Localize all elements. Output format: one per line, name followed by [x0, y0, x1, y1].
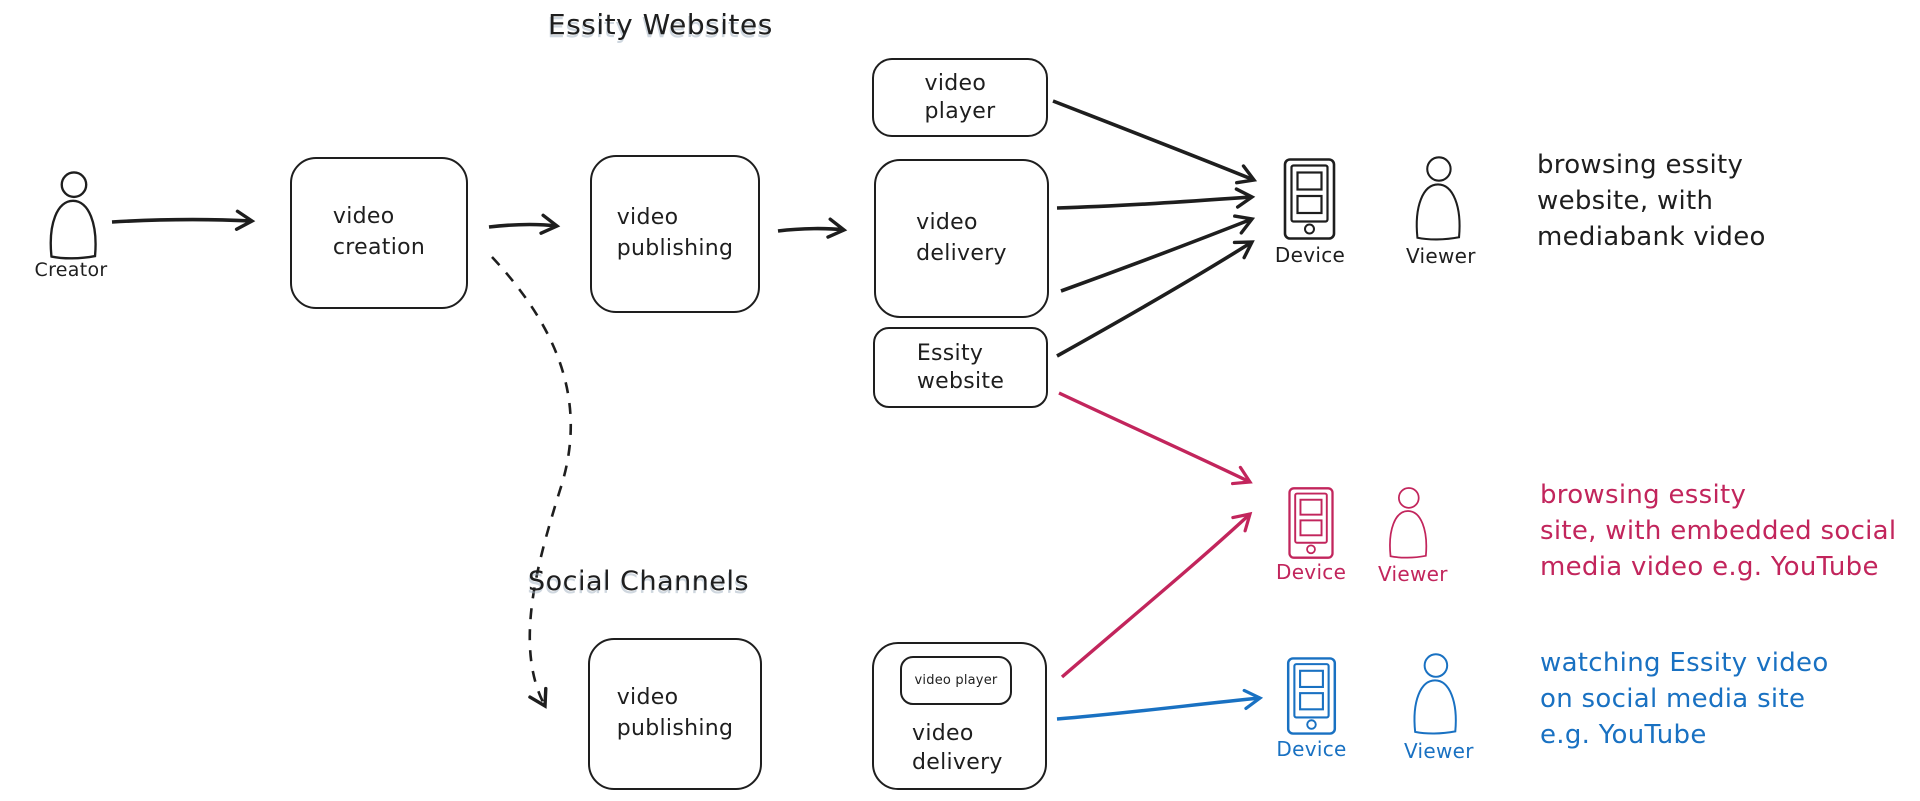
- arrow-delivery-to-device-2: [1060, 214, 1256, 293]
- essity-websites-title: Essity Websites: [548, 8, 773, 41]
- node-video-publishing-bottom: video publishing: [588, 638, 762, 790]
- essity-website-label: Essity website: [916, 341, 1005, 394]
- video-delivery-bottom-label: video delivery: [912, 721, 1003, 775]
- video-delivery-top-label: video delivery: [916, 209, 1007, 266]
- arrow-publishing-to-delivery-top: [777, 217, 848, 239]
- node-video-publishing-top: video publishing: [590, 155, 760, 313]
- video-player-top-label: video player: [924, 71, 996, 124]
- arrow-player-to-device: [1052, 99, 1258, 185]
- viewer-icon: [1409, 155, 1467, 241]
- web-note: browsing essity website, with mediabank …: [1537, 150, 1766, 252]
- creator-icon: [42, 170, 104, 260]
- web-viewer-label: Viewer: [1406, 244, 1476, 268]
- blue-arrow-social-delivery-to-social-device: [1056, 688, 1264, 721]
- viewer-icon: [1406, 652, 1464, 735]
- creator-label: Creator: [34, 259, 108, 281]
- embedded-device-label: Device: [1276, 560, 1347, 584]
- embedded-note: browsing essity site, with embedded soci…: [1540, 480, 1897, 582]
- video-publishing-top-label: video publishing: [616, 205, 734, 261]
- social-note: watching Essity video on social media si…: [1540, 648, 1829, 750]
- arrow-delivery-to-device-1: [1056, 187, 1256, 210]
- video-creation-label: video creation: [332, 204, 426, 260]
- dashed-arrow-creation-to-social-publishing: [491, 256, 572, 709]
- node-video-delivery-top: video delivery: [874, 159, 1049, 318]
- web-device-label: Device: [1274, 243, 1346, 267]
- red-arrow-social-delivery-to-embedded-device: [1060, 511, 1253, 679]
- node-video-player-top: video player: [872, 58, 1048, 137]
- social-viewer-label: Viewer: [1404, 739, 1474, 763]
- device-icon: [1283, 158, 1336, 240]
- embedded-viewer-label: Viewer: [1378, 562, 1448, 586]
- red-arrow-website-to-embedded-device: [1058, 391, 1253, 486]
- node-video-creation: video creation: [290, 157, 468, 309]
- social-channels-title: Social Channels: [528, 566, 750, 597]
- arrow-website-to-device: [1056, 240, 1255, 358]
- video-player-inner-label: video player: [914, 673, 998, 688]
- node-essity-website: Essity website: [873, 327, 1048, 408]
- node-video-delivery-bottom: video player video delivery: [872, 642, 1047, 790]
- viewer-icon: [1381, 486, 1435, 559]
- device-icon: [1286, 657, 1337, 735]
- video-publishing-bottom-label: video publishing: [616, 685, 734, 741]
- arrow-creator-to-creation: [111, 209, 256, 231]
- device-icon: [1287, 487, 1335, 559]
- node-video-player-inner: video player: [900, 656, 1012, 705]
- arrow-creation-to-publishing: [488, 213, 561, 235]
- social-device-label: Device: [1276, 737, 1347, 761]
